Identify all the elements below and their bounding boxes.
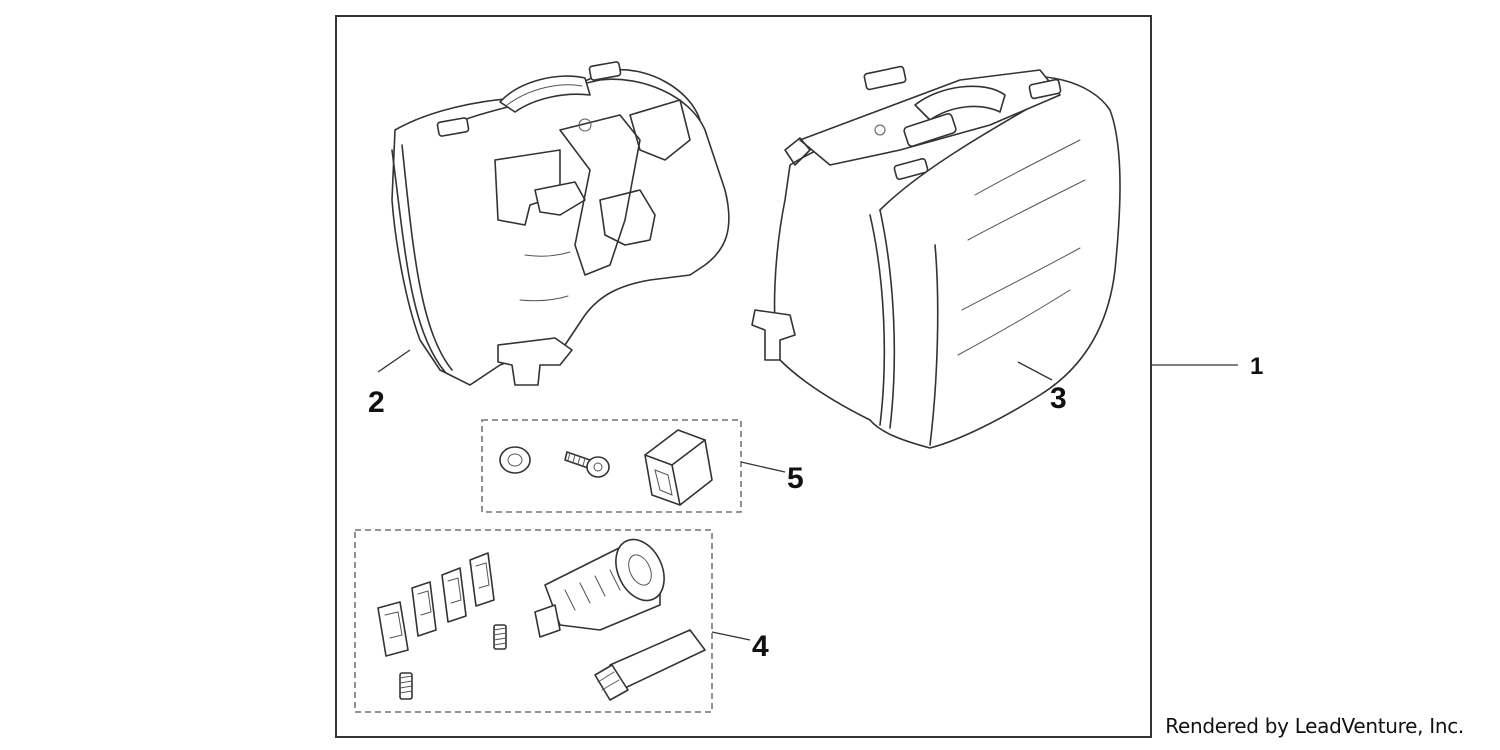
left-pannier-case xyxy=(391,61,730,386)
lock-wafers xyxy=(377,552,495,657)
callout-right-case: 3 xyxy=(1050,382,1067,415)
callout-mount-hardware: 5 xyxy=(787,462,804,495)
callout-lock-set: 4 xyxy=(752,630,769,663)
lock-springs xyxy=(399,624,507,700)
bolt xyxy=(564,451,610,478)
washer xyxy=(499,446,531,474)
kit-frame xyxy=(335,15,1152,738)
callout-kit: 1 xyxy=(1250,353,1263,380)
mount-hardware-leader-line xyxy=(740,461,786,473)
callout-left-case: 2 xyxy=(368,386,385,419)
lock-set-leader-line xyxy=(711,631,751,641)
mount-hardware-group-box xyxy=(481,419,742,513)
right-pannier-case xyxy=(751,65,1121,449)
rubber-mount xyxy=(644,429,713,506)
left-case-leader-line xyxy=(377,349,411,373)
lock-cylinder xyxy=(534,538,665,638)
render-credit: Rendered by LeadVenture, Inc. xyxy=(1165,714,1464,738)
right-case-leader-line xyxy=(1017,361,1053,381)
grease-tube xyxy=(594,629,706,701)
